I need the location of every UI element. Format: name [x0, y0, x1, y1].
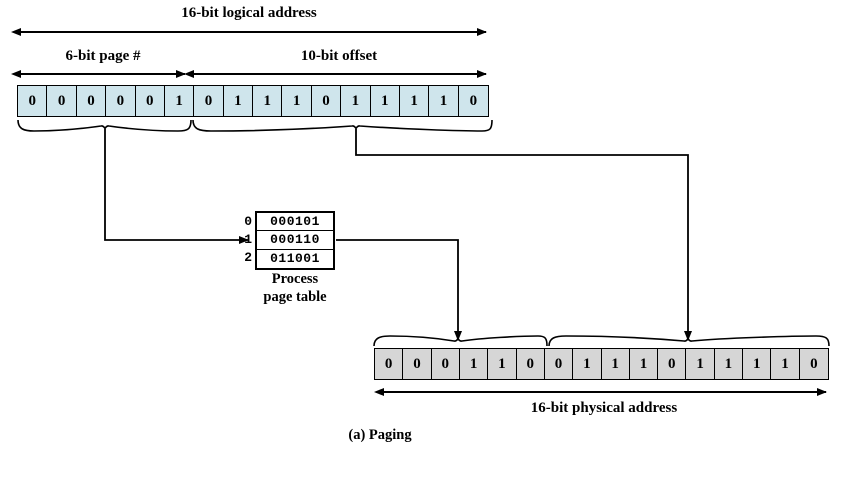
page-table-title-line1: Process [271, 271, 319, 287]
page-table-row: 000110 [257, 231, 333, 250]
physical-bit: 1 [601, 349, 630, 379]
page-table-title-line2: page table [263, 289, 327, 305]
physical-bit: 1 [771, 349, 800, 379]
figure-caption: (a) Paging [348, 427, 412, 443]
logical-bit: 1 [253, 86, 283, 116]
logical-bit: 0 [311, 86, 342, 116]
physical-bit: 0 [544, 349, 574, 379]
process-page-table: 000101 000110 011001 [255, 211, 335, 270]
physical-bit: 0 [403, 349, 432, 379]
physical-bit: 1 [743, 349, 772, 379]
logical-bit: 0 [18, 86, 48, 116]
page-table-index: 1 [244, 232, 252, 247]
physical-offset-brace [548, 335, 830, 347]
page-table-index: 2 [244, 250, 252, 265]
physical-bit: 0 [658, 349, 687, 379]
page-table-index: 0 [244, 214, 252, 229]
physical-bit: 1 [686, 349, 715, 379]
logical-bit: 1 [341, 86, 371, 116]
logical-bit: 0 [106, 86, 136, 116]
logical-bit: 0 [194, 86, 224, 116]
page-table-row: 000101 [257, 213, 333, 232]
physical-bit: 0 [375, 349, 404, 379]
logical-bit: 0 [76, 86, 107, 116]
physical-bit: 1 [488, 349, 517, 379]
logical-bit: 0 [47, 86, 77, 116]
logical-bit: 0 [458, 86, 488, 116]
logical-bit: 1 [370, 86, 400, 116]
logical-offset-to-physical-connector [355, 129, 692, 341]
physical-address-bits: 0 0 0 1 1 0 0 1 1 1 0 1 1 1 1 0 [374, 348, 829, 380]
logical-bit: 1 [399, 86, 430, 116]
physical-bit: 1 [573, 349, 602, 379]
physical-bit: 1 [629, 349, 659, 379]
logical-bit: 1 [429, 86, 459, 116]
logical-bit: 0 [135, 86, 165, 116]
logical-bit: 1 [282, 86, 312, 116]
physical-address-label: 16-bit physical address [530, 400, 678, 416]
physical-bit: 0 [799, 349, 828, 379]
offset-field-label: 10-bit offset [300, 48, 378, 64]
logical-bit: 1 [223, 86, 253, 116]
page-number-field-label: 6-bit page # [65, 48, 141, 64]
page-table-row: 011001 [270, 251, 320, 267]
page-number-to-page-table-connector [104, 129, 249, 244]
logical-address-bits: 0 0 0 0 0 1 0 1 1 1 0 1 1 1 1 0 [17, 85, 489, 117]
physical-bit: 1 [714, 349, 744, 379]
frame-number-to-physical-connector [336, 239, 462, 341]
logical-offset-brace [192, 119, 493, 132]
logical-address-label: 16-bit logical address [181, 5, 317, 21]
physical-bit: 0 [516, 349, 545, 379]
logical-page-brace [17, 119, 192, 132]
physical-bit: 1 [459, 349, 489, 379]
physical-frame-brace [373, 335, 548, 347]
physical-bit: 0 [431, 349, 460, 379]
logical-bit: 1 [164, 86, 195, 116]
